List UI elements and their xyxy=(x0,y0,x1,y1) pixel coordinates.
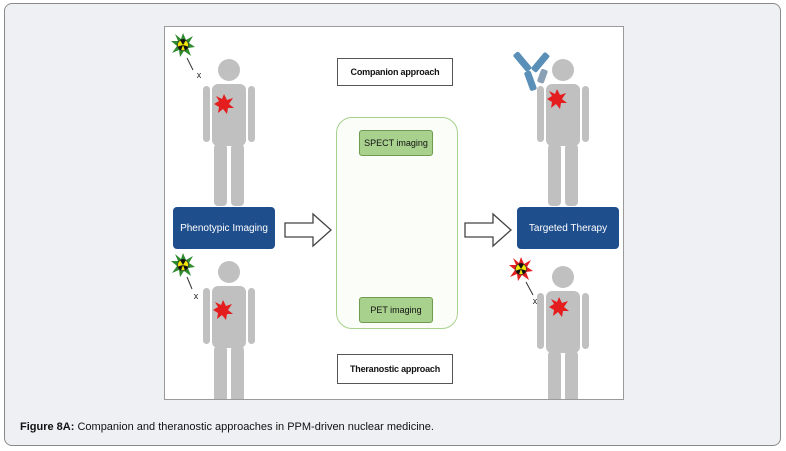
blocked-marker: x xyxy=(196,70,202,80)
tracer-link xyxy=(186,57,194,71)
figure-caption: Figure 8A: Companion and theranostic app… xyxy=(20,421,434,433)
caption-text: Companion and theranostic approaches in … xyxy=(77,421,434,433)
person-icon xyxy=(203,261,255,399)
person-icon xyxy=(203,59,255,206)
radioactive-tracer-icon xyxy=(170,32,196,58)
person-icon xyxy=(537,266,589,399)
companion-approach-label: Companion approach xyxy=(337,58,453,86)
radioactive-tracer-icon xyxy=(170,252,196,278)
radioactive-tracer-icon xyxy=(508,256,534,282)
right-arrow-icon xyxy=(284,213,332,247)
diagram-figure: x x x Companion approach Theranostic app… xyxy=(164,26,624,400)
blocked-marker: x xyxy=(193,291,199,301)
spect-imaging-box: SPECT imaging xyxy=(359,130,433,156)
tracer-link xyxy=(525,281,534,296)
theranostic-approach-label: Theranostic approach xyxy=(337,354,453,384)
tracer-link xyxy=(186,276,193,290)
targeted-therapy-box: Targeted Therapy xyxy=(517,207,619,249)
antibody-icon xyxy=(513,51,550,91)
right-arrow-icon xyxy=(464,213,512,247)
phenotypic-imaging-box: Phenotypic Imaging xyxy=(173,207,275,249)
caption-label: Figure 8A: xyxy=(20,421,75,433)
blocked-marker: x xyxy=(532,296,538,306)
pet-imaging-box: PET imaging xyxy=(359,297,433,323)
imaging-panel xyxy=(336,117,458,329)
person-icon xyxy=(537,59,589,206)
